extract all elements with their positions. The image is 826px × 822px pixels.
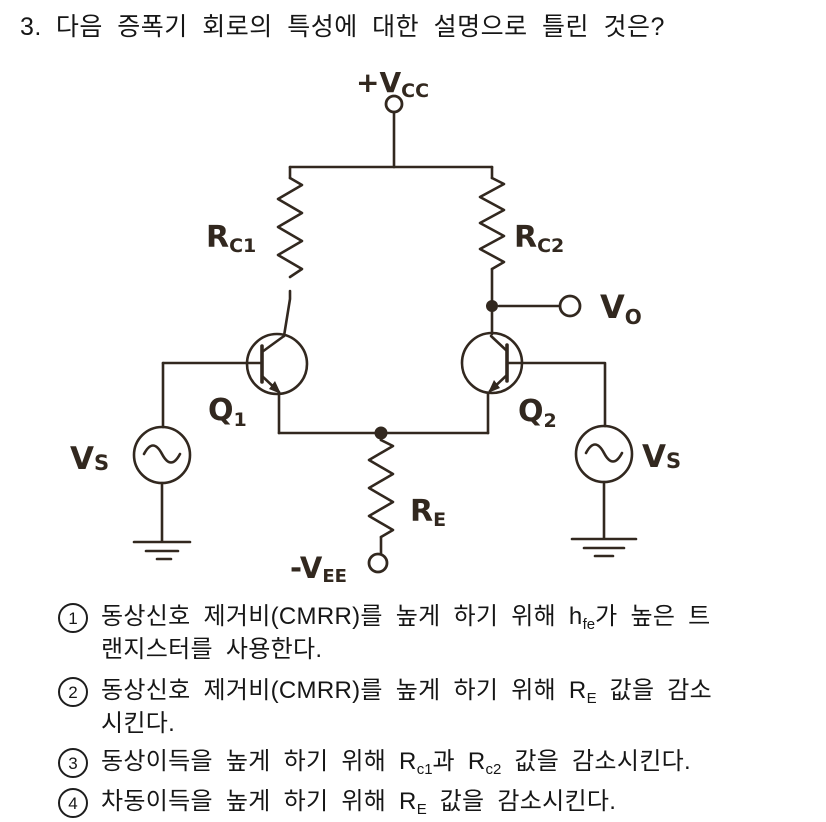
vcc-terminal xyxy=(384,94,404,114)
option-4-seg1: 값을 감소시킨다. xyxy=(426,788,617,815)
emitter-branch xyxy=(277,426,490,574)
vs-right-label: VS xyxy=(642,439,681,475)
source-vs-left xyxy=(132,361,192,561)
vee-terminal xyxy=(367,552,389,574)
question-title: 3. 다음 증폭기 회로의 특성에 대한 설명으로 틀린 것은? xyxy=(20,11,665,43)
transistor-q1 xyxy=(161,332,309,435)
re-label-main: R xyxy=(410,494,433,529)
rc2-label: RC2 xyxy=(514,220,564,257)
option-2-text: 동상신호 제거비(CMRR)를 높게 하기 위해 RE 값을 감소 시킨다. xyxy=(101,674,712,740)
option-1-digit: 1 xyxy=(68,608,78,628)
rc2-label-sub: C2 xyxy=(537,235,564,257)
option-3-sub1: c2 xyxy=(485,761,502,778)
option-3-line1: 동상이득을 높게 하기 위해 Rc1과 Rc2 값을 감소시킨다. xyxy=(101,745,691,778)
option-1-text: 동상신호 제거비(CMRR)를 높게 하기 위해 hfe가 높은 트 랜지스터를… xyxy=(101,600,711,666)
option-3-seg1: 과 R xyxy=(432,748,486,775)
ground-right-icon xyxy=(570,537,638,558)
q1-label-main: Q xyxy=(208,393,234,428)
option-3-seg2: 값을 감소시킨다. xyxy=(501,748,691,775)
q2-label-sub: 2 xyxy=(544,410,557,432)
option-1-line1: 동상신호 제거비(CMRR)를 높게 하기 위해 hfe가 높은 트 xyxy=(101,600,711,633)
wire-q2-base xyxy=(505,361,607,428)
q1-label: Q1 xyxy=(208,393,247,431)
vs-right-sine-icon xyxy=(584,443,624,463)
q1-label-sub: 1 xyxy=(234,409,247,431)
vo-label-sub: O xyxy=(625,305,642,329)
vs-left-label-sub: S xyxy=(94,451,109,475)
option-1-seg1: 가 높은 트 xyxy=(595,603,711,630)
option-4-line1: 차동이득을 높게 하기 위해 RE 값을 감소시킨다. xyxy=(101,785,616,818)
option-3-marker: 3 xyxy=(58,748,88,778)
q1-emitter-arrow xyxy=(269,381,281,394)
vs-left-sine-icon xyxy=(142,444,182,464)
vcc-label: +VCC xyxy=(356,66,429,102)
vo-label-main: V xyxy=(600,288,625,326)
option-4-seg0: 차동이득을 높게 하기 위해 R xyxy=(101,788,417,815)
vs-right-label-sub: S xyxy=(666,449,681,473)
vo-terminal xyxy=(558,294,582,318)
vcc-label-sub: CC xyxy=(401,80,429,102)
vee-label: -VEE xyxy=(290,551,347,587)
resistor-re xyxy=(367,438,395,539)
wire-q1-collector xyxy=(282,289,292,338)
vee-label-sub: EE xyxy=(322,566,347,587)
rc1-label-main: R xyxy=(206,220,229,255)
question-text: 다음 증폭기 회로의 특성에 대한 설명으로 틀린 것은? xyxy=(55,13,665,41)
option-1: 1 동상신호 제거비(CMRR)를 높게 하기 위해 hfe가 높은 트 랜지스… xyxy=(58,600,711,666)
rc1-label: RC1 xyxy=(206,220,256,257)
option-2-line1: 동상신호 제거비(CMRR)를 높게 하기 위해 RE 값을 감소 xyxy=(101,674,712,707)
option-4-sub0: E xyxy=(416,801,427,818)
option-4: 4 차동이득을 높게 하기 위해 RE 값을 감소시킨다. xyxy=(58,785,616,818)
option-1-seg0: 동상신호 제거비(CMRR)를 높게 하기 위해 h xyxy=(101,603,583,630)
q1-collector-inner xyxy=(260,334,286,354)
vs-right-label-main: V xyxy=(642,439,666,475)
option-1-line2: 랜지스터를 사용한다. xyxy=(101,636,323,663)
q2-emitter-arrow xyxy=(488,380,500,393)
option-2-digit: 2 xyxy=(68,682,78,702)
option-2-sub0: E xyxy=(586,690,597,707)
option-2-seg1: 값을 감소 xyxy=(596,677,713,704)
option-3: 3 동상이득을 높게 하기 위해 Rc1과 Rc2 값을 감소시킨다. xyxy=(58,745,691,778)
vs-left-label-main: V xyxy=(70,441,94,477)
option-3-seg0: 동상이득을 높게 하기 위해 R xyxy=(101,748,417,775)
rc1-branch xyxy=(276,165,304,338)
option-1-sub0: fe xyxy=(582,616,596,633)
rc2-label-main: R xyxy=(514,220,537,255)
vcc-branch xyxy=(288,94,494,169)
option-3-text: 동상이득을 높게 하기 위해 Rc1과 Rc2 값을 감소시킨다. xyxy=(101,745,691,778)
source-vs-right xyxy=(570,424,638,558)
transistor-q2 xyxy=(460,331,607,435)
resistor-rc2 xyxy=(478,176,506,271)
re-label: RE xyxy=(410,494,446,531)
question-number: 3. xyxy=(20,13,42,41)
re-label-sub: E xyxy=(433,509,446,531)
option-2: 2 동상신호 제거비(CMRR)를 높게 하기 위해 RE 값을 감소 시킨다. xyxy=(58,674,712,740)
ground-left-icon xyxy=(132,540,192,561)
junction-dot-output xyxy=(486,300,498,312)
option-4-text: 차동이득을 높게 하기 위해 RE 값을 감소시킨다. xyxy=(101,785,616,818)
option-4-digit: 4 xyxy=(68,793,78,813)
rc2-branch xyxy=(478,165,582,336)
q2-label: Q2 xyxy=(518,394,557,432)
option-4-marker: 4 xyxy=(58,788,88,818)
option-1-marker: 1 xyxy=(58,603,88,633)
vcc-label-main: +V xyxy=(356,66,401,99)
vs-left-label: VS xyxy=(70,441,109,477)
rc1-label-sub: C1 xyxy=(229,235,256,257)
option-2-marker: 2 xyxy=(58,677,88,707)
vo-label: VO xyxy=(600,288,642,329)
option-2-line2: 시킨다. xyxy=(101,710,176,737)
option-3-sub0: c1 xyxy=(416,761,433,778)
circuit-diagram: +VCC RC1 RC2 VO Q1 Q2 VS VS RE -VEE xyxy=(70,66,681,587)
option-2-seg0: 동상신호 제거비(CMRR)를 높게 하기 위해 R xyxy=(101,677,587,704)
q2-label-main: Q xyxy=(518,394,544,429)
vee-label-main: -V xyxy=(290,551,323,585)
option-3-digit: 3 xyxy=(68,753,78,773)
q2-collector-inner xyxy=(489,334,509,353)
resistor-rc1 xyxy=(276,176,304,279)
